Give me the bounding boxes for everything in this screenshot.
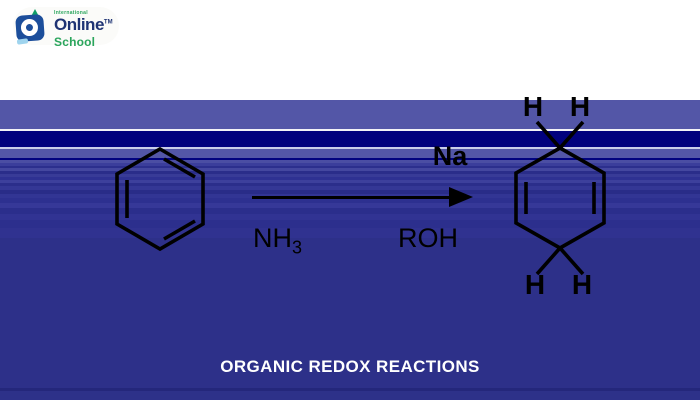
condition-below-right: ROH: [398, 223, 458, 253]
logo-accent-shape: [16, 38, 29, 45]
c4-h-bond-right: [558, 246, 585, 276]
benzene-molecule: [115, 146, 205, 252]
cyclohexadiene-molecule: [514, 120, 606, 276]
cyclohexadiene-hexagon: [514, 145, 606, 251]
reaction-arrowhead-icon: [449, 187, 473, 207]
logo-square-icon: [15, 14, 45, 42]
school-logo: International OnlineTM School: [13, 7, 119, 49]
c1-h-bond-left: [535, 120, 562, 150]
logo-ring-icon: [20, 18, 39, 37]
hydrogen-label-top-left: H: [522, 91, 544, 122]
condition-below-left: NH3: [253, 224, 302, 261]
logo-name: Online: [54, 15, 104, 34]
reaction-arrow: [252, 196, 452, 199]
benzene-double-bond-upper-right: [163, 157, 196, 179]
logo-trademark: TM: [103, 19, 113, 26]
hydrogen-label-bottom-left: H: [524, 269, 546, 300]
logo-subname: School: [54, 35, 96, 49]
poster-title: ORGANIC REDOX REACTIONS: [220, 357, 480, 376]
hydrogen-label-top-right: H: [569, 91, 591, 122]
hydrogen-label-bottom-right: H: [571, 269, 593, 300]
c4-h-bond-left: [535, 246, 562, 276]
benzene-double-bond-lower-right: [163, 219, 196, 241]
amine-formula: NH: [253, 223, 292, 253]
logo-tagline: International: [54, 10, 88, 16]
amine-subscript: 3: [292, 237, 303, 258]
c1-h-bond-right: [558, 120, 585, 150]
condition-above-arrow: Na: [432, 141, 468, 171]
logo-icon: [15, 9, 52, 45]
logo-text: International OnlineTM School: [54, 10, 118, 49]
benzene-hexagon: [115, 146, 205, 252]
